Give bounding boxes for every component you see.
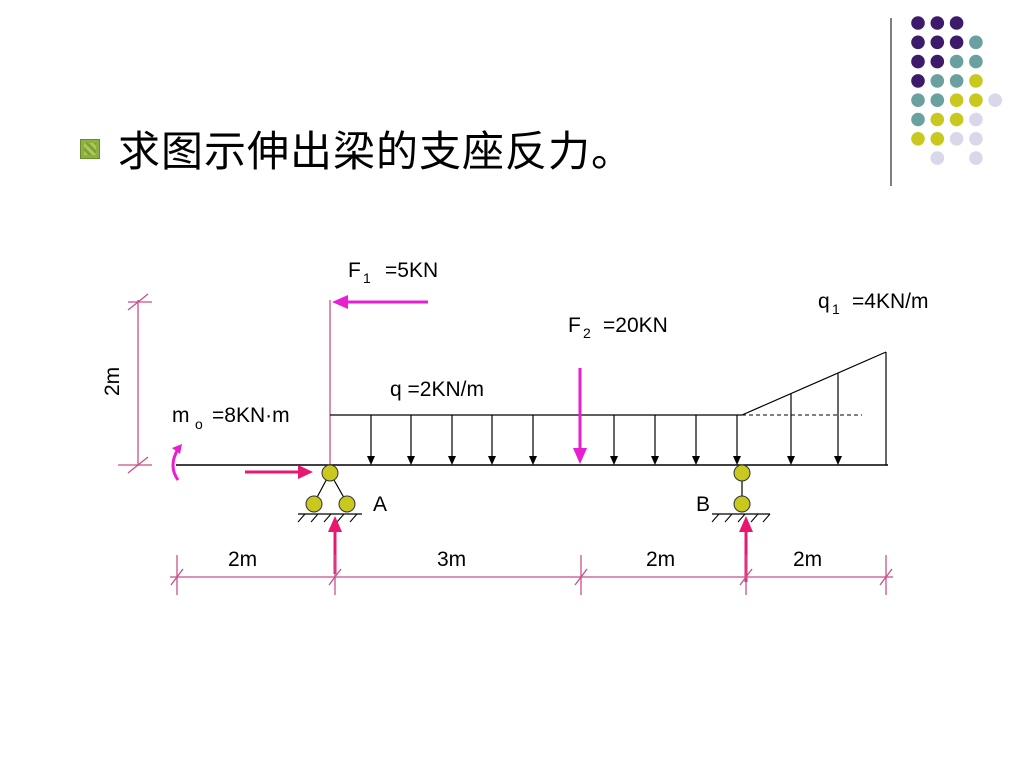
- load-arrow: [651, 456, 659, 465]
- f1-label: F 1 =5KN: [348, 259, 438, 287]
- bullet-square-icon: [80, 139, 100, 159]
- decor-dot: [911, 35, 925, 50]
- load-arrow: [787, 456, 795, 465]
- decor-dot: [930, 35, 945, 50]
- load-arrow: [407, 456, 415, 465]
- height-label: 2m: [101, 367, 124, 396]
- decor-dot: [949, 93, 964, 107]
- decor-dot: [949, 74, 964, 88]
- support-a-label: A: [373, 493, 387, 516]
- load-arrow: [488, 456, 496, 465]
- support-a: [297, 464, 362, 523]
- dimension-label: 2m: [793, 548, 822, 571]
- decor-dot: [949, 132, 964, 146]
- dimension-label: 3m: [437, 548, 466, 571]
- decor-dot: [930, 151, 945, 165]
- decor-dot: [969, 74, 983, 88]
- load-arrow: [834, 456, 842, 465]
- decor-dot: [930, 93, 945, 107]
- decor-dot: [969, 54, 983, 69]
- reaction-xa-arrow: [245, 465, 313, 479]
- decor-dot: [911, 74, 925, 88]
- decor-dot: [911, 132, 925, 146]
- decor-dot: [969, 112, 983, 127]
- decor-dot: [969, 35, 983, 50]
- slide-title: 求图示伸出梁的支座反力。: [118, 127, 635, 176]
- decor-dot: [988, 93, 1002, 107]
- decor-dot: [911, 93, 925, 107]
- decor-dot: [969, 151, 983, 165]
- decor-dot: [949, 54, 964, 69]
- support-b: [711, 464, 771, 523]
- decor-dot: [949, 35, 964, 50]
- decor-dot: [930, 74, 945, 88]
- height-dimension: [118, 293, 152, 474]
- mo-label: m o =8KN·m: [172, 404, 290, 433]
- f1-force-arrow: [332, 295, 428, 309]
- load-arrow: [448, 456, 456, 465]
- load-arrow: [610, 456, 618, 465]
- decor-dot: [969, 132, 983, 146]
- decor-dot: [930, 16, 945, 30]
- decor-dot: [969, 93, 983, 107]
- decor-dot: [930, 54, 945, 69]
- f2-force-arrow: [573, 368, 587, 464]
- decor-dot: [911, 54, 925, 69]
- decor-dot: [930, 112, 945, 127]
- q-load-arrows: [367, 415, 741, 465]
- support-b-label: B: [696, 493, 710, 516]
- q1-label: q 1 =4KN/m: [818, 290, 928, 318]
- decor-dot: [949, 112, 964, 127]
- load-arrow: [367, 456, 375, 465]
- f2-label: F 2 =20KN: [568, 314, 668, 342]
- decor-dot: [949, 16, 964, 30]
- load-arrow: [733, 456, 741, 465]
- dimension-label: 2m: [228, 548, 257, 571]
- decor-dot-grid: [911, 16, 1002, 165]
- q-label: q =2KN/m: [390, 378, 484, 401]
- decor-dot: [911, 16, 925, 30]
- span-dimension-line: [170, 555, 893, 595]
- moment-arrow: [171, 444, 182, 481]
- dimension-label: 2m: [646, 548, 675, 571]
- q1-load-line: [741, 351, 887, 416]
- decor-dot: [930, 132, 945, 146]
- load-arrow: [529, 456, 537, 465]
- q1-load-arrows: [787, 373, 842, 465]
- decor-dot: [911, 112, 925, 127]
- load-arrow: [692, 456, 700, 465]
